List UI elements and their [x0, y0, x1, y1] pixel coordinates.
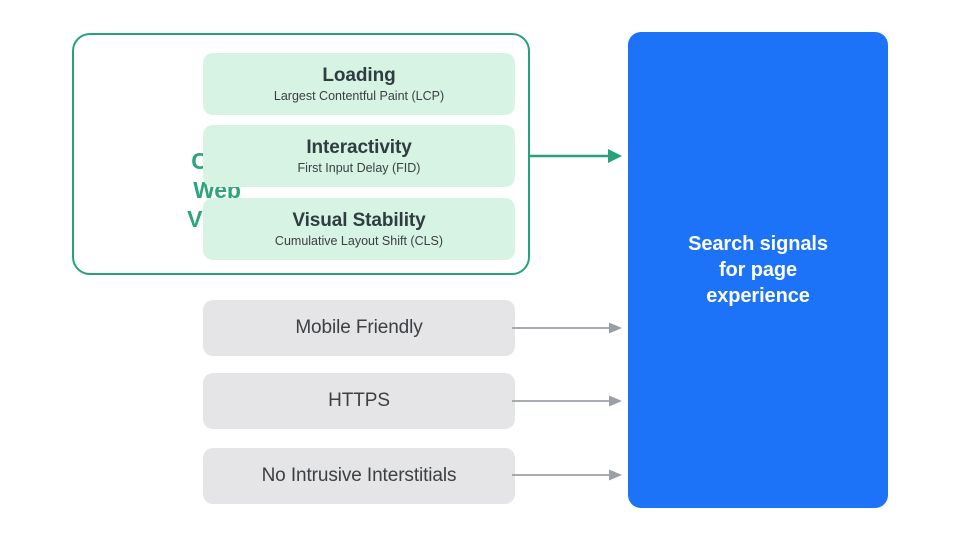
signal-label-mobile-friendly: Mobile Friendly — [295, 317, 423, 338]
mobile-friendly-arrow-icon — [512, 322, 622, 334]
signal-label-no-intrusive-interstitials: No Intrusive Interstitials — [261, 465, 457, 486]
signal-card-no-intrusive-interstitials: No Intrusive Interstitials — [203, 448, 515, 504]
metric-title-loading: Loading — [322, 64, 396, 86]
metric-subtitle-visual-stability: Cumulative Layout Shift (CLS) — [274, 233, 444, 248]
search-signals-panel: Search signals for page experience — [628, 32, 888, 508]
metric-card-interactivity: Interactivity First Input Delay (FID) — [203, 125, 515, 187]
metric-subtitle-loading: Largest Contentful Paint (LCP) — [273, 88, 445, 103]
metric-card-loading: Loading Largest Contentful Paint (LCP) — [203, 53, 515, 115]
no-intrusive-interstitials-arrow-icon — [512, 469, 622, 481]
metric-title-visual-stability: Visual Stability — [292, 209, 426, 231]
signal-card-https: HTTPS — [203, 373, 515, 429]
search-signals-panel-title: Search signals for page experience — [688, 233, 828, 307]
metric-subtitle-interactivity: First Input Delay (FID) — [297, 160, 421, 175]
signal-card-mobile-friendly: Mobile Friendly — [203, 300, 515, 356]
core-web-vitals-arrow-icon — [528, 149, 622, 163]
signal-label-https: HTTPS — [328, 390, 390, 411]
https-arrow-icon — [512, 395, 622, 407]
metric-card-visual-stability: Visual Stability Cumulative Layout Shift… — [203, 198, 515, 260]
metric-title-interactivity: Interactivity — [306, 136, 412, 158]
